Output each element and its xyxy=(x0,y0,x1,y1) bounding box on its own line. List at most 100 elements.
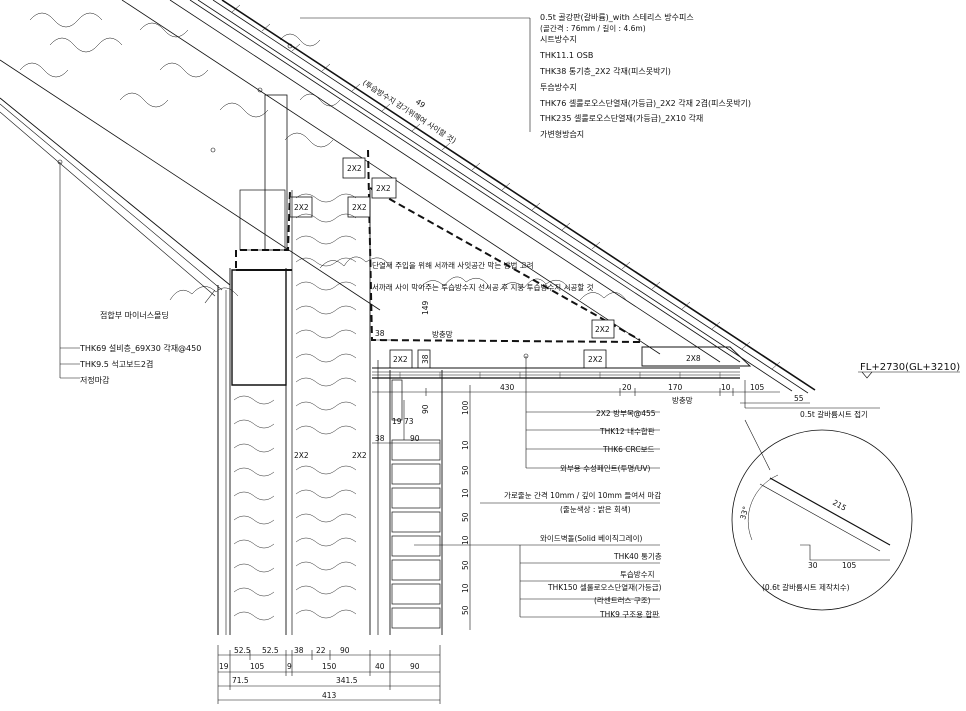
lumber-tag: 2X2 xyxy=(588,355,603,364)
detail-30: 30 xyxy=(808,561,818,570)
roof-callouts: 0.5t 골강판(갈바륨)_with 스테리스 방수피스 (골간격 : 76mm… xyxy=(539,12,751,139)
ceiling-label-3: THK6 CRC보드 xyxy=(602,445,655,454)
dim-bottom: 341.5 xyxy=(336,676,358,685)
dim-430: 430 xyxy=(500,383,515,392)
vent-label-1: 방충망 xyxy=(432,329,453,339)
detail-angle: 33° xyxy=(738,505,750,520)
roof-label-2: (골간격 : 76mm / 길이 : 4.6m) xyxy=(540,23,646,33)
left-label-4: 저정마감 xyxy=(80,375,110,385)
dim-bottom: 40 xyxy=(375,662,385,671)
dim-course: 50 xyxy=(461,512,470,522)
dim-bottom: 22 xyxy=(316,646,326,655)
wall-label-3: 와이드벽돌(Solid 베이직그레이) xyxy=(540,533,642,543)
ceiling-label-4: 외부용 수성페인트(투명/UV) xyxy=(560,463,650,473)
lumber-tags: 2X2 2X2 2X2 2X2 2X2 2X2 2X8 2X2 2X2 2X2 xyxy=(294,164,701,460)
dim-course: 50 xyxy=(461,560,470,570)
roof-assembly xyxy=(0,0,816,394)
roof-label-3: 시트방수지 xyxy=(540,34,577,44)
left-label-2: THK69 설비층_69X30 각재@450 xyxy=(79,343,201,353)
dim-course: 10 xyxy=(461,583,470,593)
dim-course: 10 xyxy=(461,440,470,450)
wall-label-2: (줄눈색상 : 밝은 회색) xyxy=(560,504,631,514)
dim-90a: 90 xyxy=(421,404,430,414)
wall-insulation xyxy=(233,193,357,621)
detail-215: 215 xyxy=(831,498,848,513)
dim-10: 10 xyxy=(721,383,731,392)
wall-label-1: 가로줄눈 간격 10mm / 깊이 10mm 들여서 마감 xyxy=(504,490,661,500)
dim-bottom: 9 xyxy=(287,662,292,671)
lumber-tag: 2X8 xyxy=(686,354,701,363)
dim-38a: 38 xyxy=(375,329,385,338)
detail-circle xyxy=(731,429,913,611)
detail-105: 105 xyxy=(842,561,857,570)
roof-label-8: THK235 셀룰로오스단열재(가등급)_2X10 각재 xyxy=(539,113,703,123)
left-callouts: 접합부 마이너스몰딩 THK69 설비층_69X30 각재@450 THK9.5… xyxy=(79,310,201,385)
wall-label-6: THK150 셀룰로오스단열재(가등급) xyxy=(547,582,662,592)
dim-90b: 90 xyxy=(410,434,420,443)
lumber-tag: 2X2 xyxy=(393,355,408,364)
dim-course: 10 xyxy=(461,488,470,498)
dim-bottom: 38 xyxy=(294,646,304,655)
dim-bottom: 19 xyxy=(219,662,229,671)
dim-bottom: 52.5 xyxy=(262,646,279,655)
dim-105: 105 xyxy=(750,383,765,392)
note-2: 서까래 사이 막아주는 투습방수지 선시공 후 지붕 투습방수지 시공할 것 xyxy=(372,282,594,292)
lumber-tag: 2X2 xyxy=(352,451,367,460)
detail-caption: (0.6t 갈바륨시트 제작치수) xyxy=(762,582,850,592)
wall-label-8: THK9 구조용 합판 xyxy=(599,610,659,619)
lumber-tag: 2X2 xyxy=(376,184,391,193)
dim-bottom: 90 xyxy=(410,662,420,671)
dim-55: 55 xyxy=(794,394,804,403)
dim-170: 170 xyxy=(668,383,683,392)
lumber-blocks xyxy=(289,157,615,369)
dim-20: 20 xyxy=(622,383,632,392)
sheet-fold-label: 0.5t 갈바륨시트 접기 xyxy=(800,409,868,419)
vent-label-2: 방충망 xyxy=(672,395,693,405)
dim-73: 73 xyxy=(404,417,414,426)
note-1: 단열재 주입을 위해 서까래 사잇공간 막는 방법 고려 xyxy=(372,260,534,270)
dim-bottom: 90 xyxy=(340,646,350,655)
wall-callouts: 가로줄눈 간격 10mm / 깊이 10mm 들여서 마감 (줄눈색상 : 밝은… xyxy=(504,490,662,619)
wall-assembly xyxy=(217,190,443,635)
dim-course: 50 xyxy=(461,465,470,475)
detail-annotations: 33° 215 30 105 (0.6t 갈바륨시트 제작치수) xyxy=(738,498,856,592)
dim-bottom: 105 xyxy=(250,662,265,671)
ceiling-callouts: 2X2 방부목@455 THK12 내수합판 THK6 CRC보드 외부용 수성… xyxy=(560,408,656,473)
roof-label-5: THK38 통기층_2X2 각재(피스못박기) xyxy=(539,66,671,76)
lumber-tag: 2X2 xyxy=(294,203,309,212)
dim-100: 100 xyxy=(461,400,470,415)
ceiling-label-2: THK12 내수합판 xyxy=(599,427,655,436)
dim-19: 19 xyxy=(392,417,402,426)
lumber-tag: 2X2 xyxy=(347,164,362,173)
lumber-tag: 2X2 xyxy=(595,325,610,334)
dim-38b: 38 xyxy=(421,354,430,364)
wall-label-5: 투습방수지 xyxy=(620,569,655,579)
dimension-text: 49 149 38 38 38 430 20 170 10 105 55 90 … xyxy=(219,97,804,700)
level-mark: FL+2730(GL+3210) xyxy=(860,362,960,373)
dim-bottom: 52.5 xyxy=(234,646,251,655)
roof-label-6: 투습방수지 xyxy=(540,82,577,92)
roof-label-4: THK11.1 OSB xyxy=(539,51,593,60)
wall-label-4: THK40 통기층 xyxy=(613,552,662,561)
dim-bottom: 413 xyxy=(322,691,337,700)
roof-label-7: THK76 셀룰로오스단열재(가등급)_2X2 각재 2겹(피스못박기) xyxy=(539,98,751,108)
lumber-tag: 2X2 xyxy=(294,451,309,460)
roof-label-1: 0.5t 골강판(갈바륨)_with 스테리스 방수피스 xyxy=(540,12,694,22)
dim-149: 149 xyxy=(421,300,430,315)
dim-bottom: 71.5 xyxy=(232,676,249,685)
dim-course: 10 xyxy=(461,535,470,545)
dim-49: 49 xyxy=(414,97,427,110)
roof-label-9: 가변형방습지 xyxy=(540,129,584,139)
lumber-tag: 2X2 xyxy=(352,203,367,212)
ceiling-label-1: 2X2 방부목@455 xyxy=(596,408,656,418)
dim-38c: 38 xyxy=(375,434,385,443)
left-label-1: 접합부 마이너스몰딩 xyxy=(100,310,169,320)
dimension-lines xyxy=(217,339,810,704)
left-label-3: THK9.5 석고보드2겹 xyxy=(79,359,153,369)
wall-label-7: (라센트러스 구조) xyxy=(594,595,651,605)
dim-course: 50 xyxy=(461,605,470,615)
brick-cladding xyxy=(391,379,441,629)
soffit-assembly xyxy=(372,367,740,379)
dim-bottom: 150 xyxy=(322,662,337,671)
